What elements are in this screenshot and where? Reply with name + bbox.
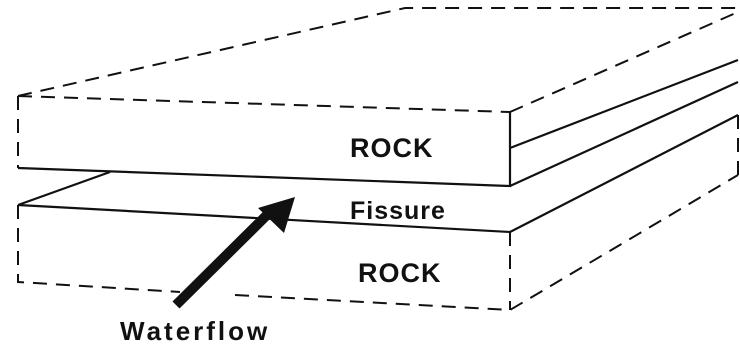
waterflow-arrow-head (258, 197, 295, 233)
fissure-label: Fissure (350, 197, 446, 225)
top-rock-slab (17, 7, 739, 188)
rock-bottom-label: ROCK (358, 258, 442, 288)
waterflow-arrow (172, 197, 295, 309)
top-slab-solid-edges (17, 58, 739, 188)
bottom-slab-dashed-edges (17, 115, 739, 312)
rock-top-label: ROCK (350, 133, 434, 163)
top-slab-dashed-edges (17, 7, 739, 168)
waterflow-label: Waterflow (120, 316, 270, 346)
bottom-rock-slab (17, 114, 739, 312)
waterflow-arrow-shaft (172, 206, 276, 309)
top-slab-front-top-edge (17, 95, 511, 113)
